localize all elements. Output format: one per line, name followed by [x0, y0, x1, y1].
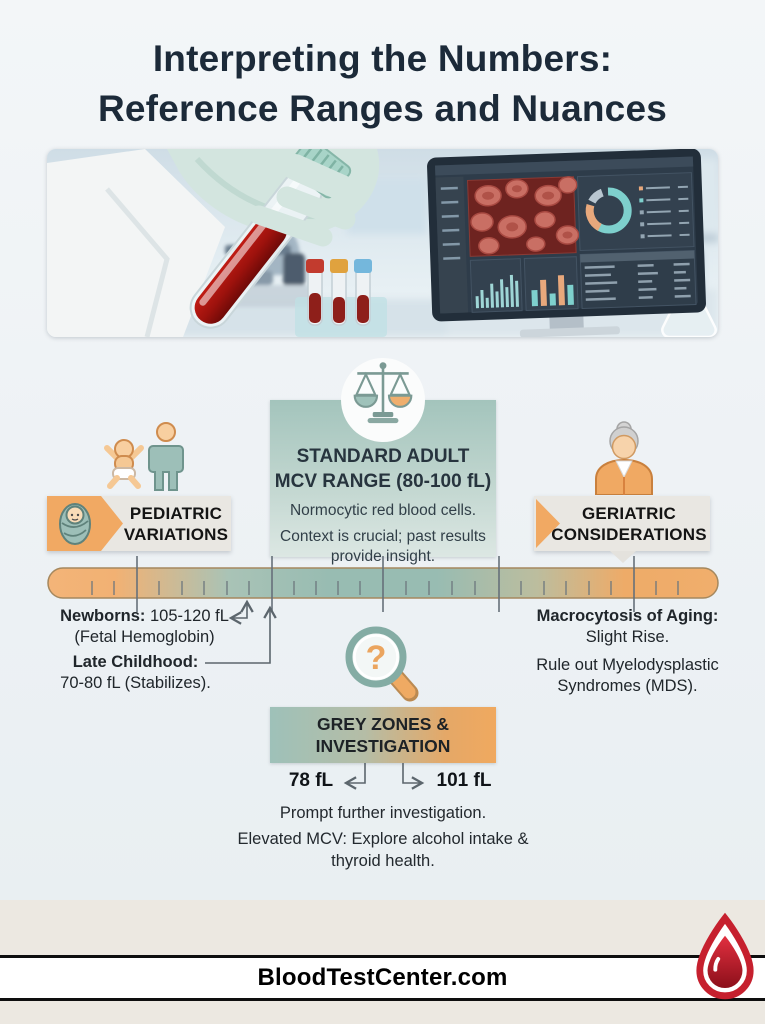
macro-label: Macrocytosis of Aging:: [536, 607, 719, 625]
blood-cells-panel: [467, 176, 580, 257]
results-table-panel: [579, 250, 697, 310]
late-label: Late Childhood:: [72, 653, 199, 671]
adult-card-body: Normocytic red blood cells. Context is c…: [270, 501, 496, 567]
macro-note: Rule out Myelodysplastic Syndromes (MDS)…: [536, 656, 719, 695]
pediatric-label-text: PEDIATRIC VARIATIONS: [123, 503, 229, 544]
lab-coat-arm: [47, 149, 225, 337]
adult-card-heading: STANDARD ADULT MCV RANGE (80-100 fL): [270, 444, 496, 494]
sample-tubes-icon: [295, 259, 387, 337]
adult-body-line2: Context is crucial; past results provide…: [280, 528, 486, 565]
footer-site-text: BloodTestCenter.com: [257, 964, 508, 991]
grey-zones-label: GREY ZONES & INVESTIGATION: [315, 714, 451, 756]
adult-heading-line1: STANDARD ADULT: [296, 446, 470, 467]
macrocytosis-annotation: Macrocytosis of Aging: Slight Rise. Rule…: [510, 606, 745, 697]
grey-zone-low-value: 78 fL: [288, 770, 334, 791]
late-childhood-annotation: Late Childhood: 70-80 fL (Stabilizes).: [48, 652, 223, 694]
macro-value: Slight Rise.: [585, 628, 670, 646]
grey-zone-note1: Prompt further investigation.: [279, 804, 487, 822]
elderly-woman-icon: [585, 421, 663, 496]
pediatric-chevron: [47, 496, 123, 551]
baby-icon: [104, 439, 144, 489]
swaddled-baby-icon: [59, 503, 91, 545]
footer: BloodTestCenter.com: [0, 900, 765, 1024]
pediatric-icons: [100, 422, 192, 494]
geriatric-chevron: [536, 499, 560, 548]
newborns-annotation: Newborns: 105-120 fL (Fetal Hemoglobin): [52, 606, 237, 648]
blood-drop-icon: [696, 912, 754, 1000]
monitor-icon: [427, 149, 706, 337]
magnifier-icon: ?: [338, 624, 422, 706]
geriatric-pointer: [610, 551, 636, 563]
hero-photo: [47, 149, 718, 337]
adult-body-line1: Normocytic red blood cells.: [289, 502, 477, 519]
newborns-sub: (Fetal Hemoglobin): [74, 628, 215, 646]
geriatric-label-text: GERIATRIC CONSIDERATIONS: [551, 503, 707, 544]
glove-fingers: [249, 154, 366, 247]
newborns-label: Newborns:: [60, 607, 146, 625]
page-title-line1: Interpreting the Numbers:: [152, 38, 613, 79]
bar-chart-panel: [469, 256, 579, 313]
page-title: Interpreting the Numbers: Reference Rang…: [0, 34, 765, 134]
major-ticks: [136, 556, 635, 612]
mcv-scale-ruler: [47, 556, 719, 612]
late-value: 70-80 fL (Stabilizes).: [60, 674, 211, 692]
adult-heading-line2: MCV RANGE (80-100 fL): [274, 471, 492, 492]
lab-scene-illustration: [47, 149, 718, 337]
minor-ticks: [91, 581, 679, 595]
balance-scale-icon: [347, 360, 419, 428]
footer-band: BloodTestCenter.com: [0, 955, 765, 1001]
page-title-line2: Reference Ranges and Nuances: [97, 88, 668, 129]
grey-zone-high-value: 101 fL: [436, 770, 492, 791]
geriatric-label: GERIATRIC CONSIDERATIONS: [534, 496, 710, 563]
donut-chart-panel: [576, 172, 695, 252]
magnifier-question-mark: ?: [366, 639, 387, 677]
adult-icon: [148, 422, 184, 491]
grey-zones-card: GREY ZONES & INVESTIGATION: [270, 707, 496, 763]
newborns-line: Newborns: 105-120 fL: [52, 606, 237, 627]
grey-zone-note2: Elevated MCV: Explore alcohol intake & t…: [237, 830, 529, 870]
newborns-value: 105-120 fL: [145, 607, 229, 625]
pediatric-label: PEDIATRIC VARIATIONS: [47, 496, 231, 551]
